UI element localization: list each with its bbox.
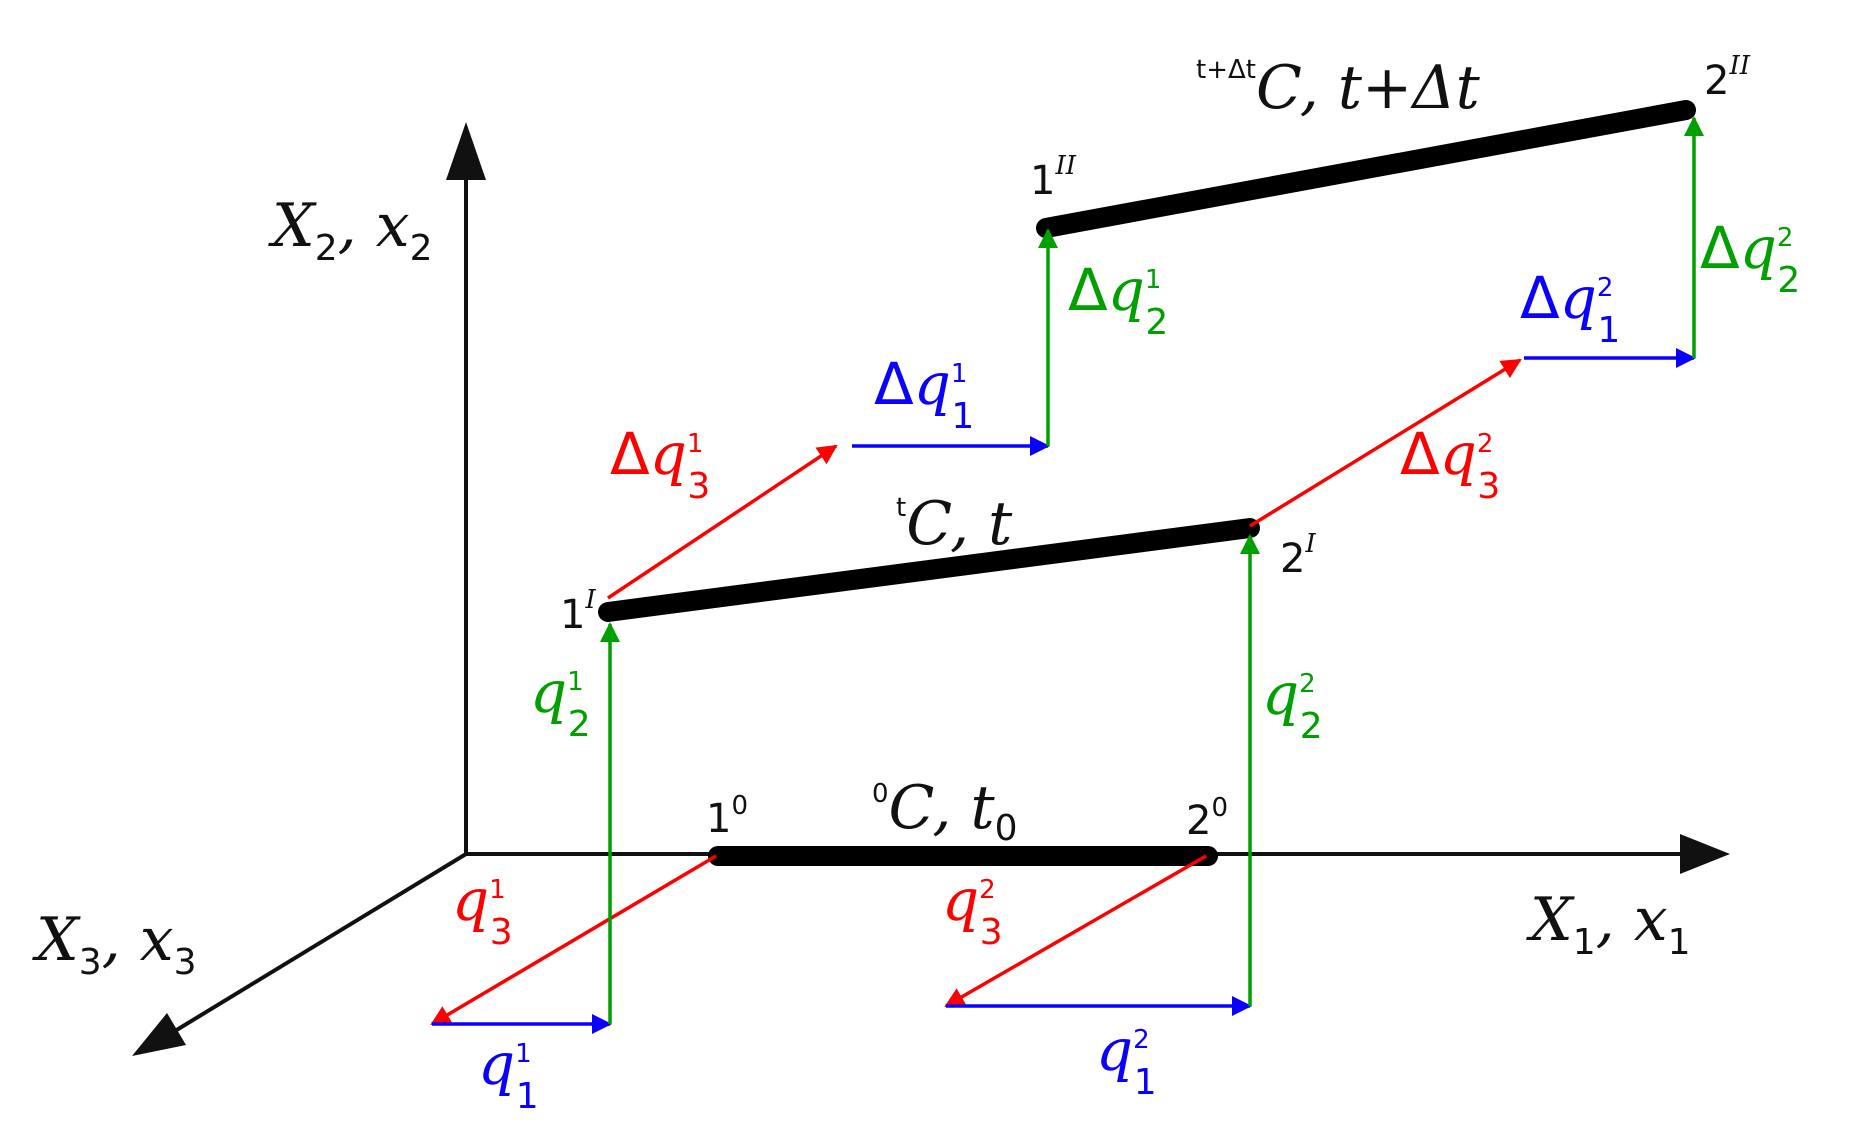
axis-x3-arrowhead [132,1013,186,1056]
arrow-dq3-node2 [1249,358,1522,528]
node-2-I-label: 2I [1280,529,1316,582]
axis-x3-label: X3, x3 [32,905,197,983]
node-2-II-label: 2II [1704,51,1751,104]
config-t-plus-dt-label: t+ΔtC, t+Δt [1196,53,1481,123]
axes [132,122,1730,1056]
config-0-label: 0C, t0 [872,773,1018,849]
bar-config-t [598,518,1260,622]
axis-x2-label: X2, x2 [268,191,433,269]
axis-x3 [168,852,468,1036]
node-1-I-label: 1I [560,585,596,638]
node-2-0-label: 20 [1186,793,1228,844]
arrow-q3-node2 [944,854,1207,1008]
node-1-0-label: 10 [706,791,748,842]
axis-x2-arrowhead [446,122,486,180]
bar-elements [598,100,1696,866]
bar-config-t-plus-dt [1036,100,1696,238]
config-t-label: tC, t [896,489,1013,559]
node2-displacements [944,116,1704,1016]
arrow-dq3-node1 [607,444,838,600]
arrow-q3-node1 [430,854,717,1026]
node1-displacements [430,228,1058,1034]
axis-x1-label: X1, x1 [1526,885,1691,963]
axis-x1-arrowhead [1680,834,1730,874]
node-1-II-label: 1II [1030,151,1077,204]
